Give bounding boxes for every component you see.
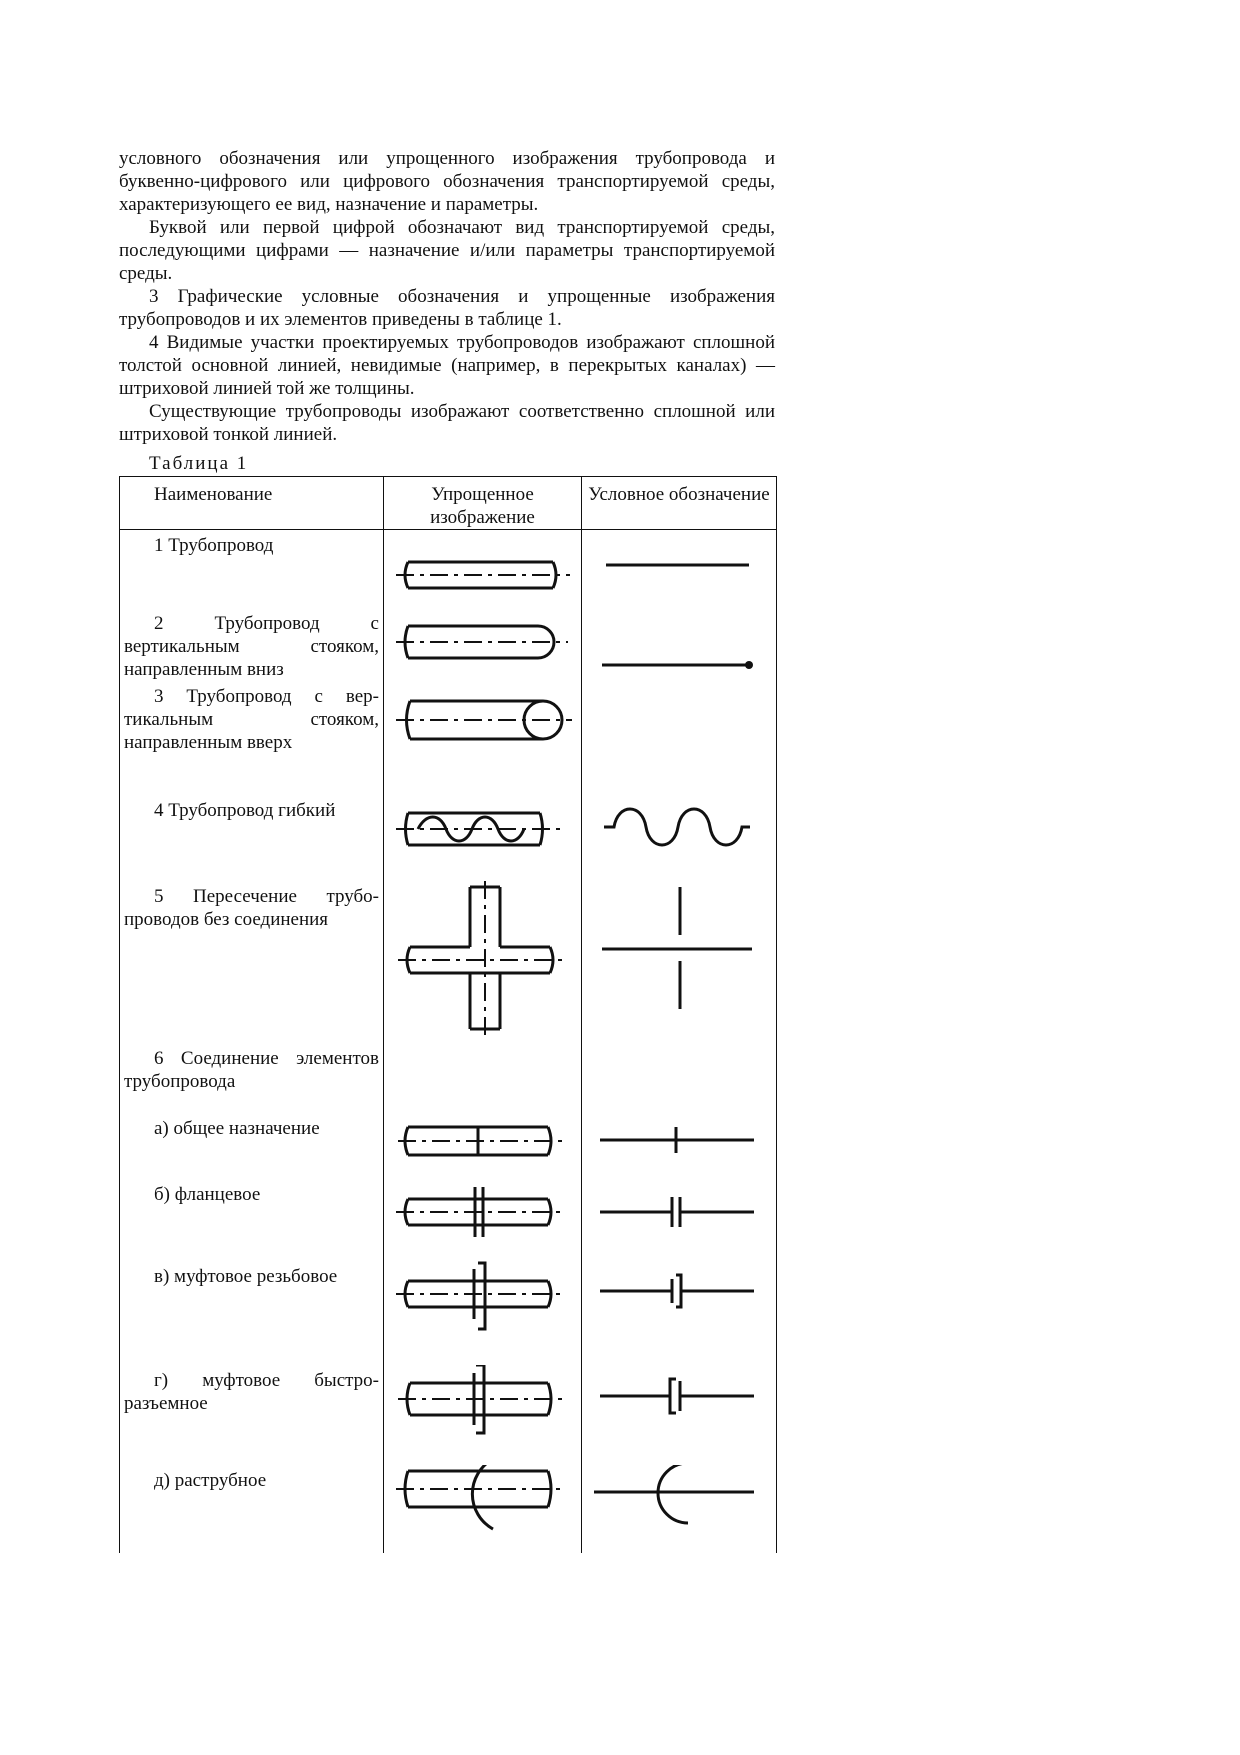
row-name: 2 Трубопровод с вертикальным стояком, на… (119, 607, 384, 681)
flange-symbol-icon (600, 1196, 754, 1227)
row-name: в) муфтовое резьбовое (119, 1260, 384, 1365)
line-symbol-icon (606, 563, 749, 567)
pipe-socket-icon (395, 1464, 566, 1530)
flexible-pipe-icon (395, 811, 560, 846)
row-name: 4 Трубопровод гибкий (119, 794, 384, 881)
row-name: а) общее назначение (119, 1112, 384, 1179)
header-simplified: Упрощенное изображение (383, 476, 582, 530)
socket-symbol-icon (594, 1464, 754, 1524)
table-header-row: Наименование Упрощенное изображение Усло… (119, 476, 777, 530)
body-text: условного обозначения или упрощенного из… (119, 147, 775, 446)
row-name: 1 Трубопровод (119, 529, 384, 608)
paragraph: Существующие трубопроводы изображают соо… (119, 401, 775, 445)
row-name: 6 Соединение элементов трубопровода (119, 1042, 384, 1113)
joint-symbol-icon (600, 1126, 754, 1153)
table-row: 6 Соединение элементов трубопровода (119, 1042, 777, 1113)
table-row: д) раструбное (119, 1464, 777, 1553)
row-name: б) фланцевое (119, 1178, 384, 1261)
line-dot-symbol-icon (602, 660, 753, 669)
pipe-icon (395, 560, 570, 590)
table-row: 5 Пересечение трубо-проводов без соедине… (119, 880, 777, 1043)
row-name: 5 Пересечение трубо-проводов без соедине… (119, 880, 384, 1043)
row-name: д) раструбное (119, 1464, 384, 1553)
table-row: г) муфтовое быстро-разъемное (119, 1364, 777, 1465)
pipe-riser-up-icon (395, 699, 572, 740)
symbols-table: Наименование Упрощенное изображение Усло… (119, 476, 777, 1553)
pipe-threaded-coupling-icon (395, 1261, 566, 1330)
paragraph: Буквой или первой цифрой обозначают вид … (119, 217, 775, 284)
header-name: Наименование (119, 476, 384, 530)
table-row: а) общее назначение (119, 1112, 777, 1179)
table-row: б) фланцевое (119, 1178, 777, 1261)
pipe-flange-icon (395, 1186, 566, 1237)
pipe-joint-icon (397, 1125, 564, 1156)
threaded-coupling-symbol-icon (600, 1273, 754, 1308)
paragraph: условного обозначения или упрощенного из… (119, 148, 775, 215)
pipe-crossing-icon (397, 880, 564, 1037)
table-caption: Таблица 1 (149, 453, 249, 474)
table-row: 4 Трубопровод гибкий (119, 794, 777, 881)
quick-coupling-symbol-icon (600, 1377, 754, 1414)
wave-symbol-icon (604, 807, 750, 846)
table-row: 2 Трубопровод с вертикальным стояком, на… (119, 607, 777, 681)
table-row: в) муфтовое резьбовое (119, 1260, 777, 1365)
crossing-symbol-icon (602, 886, 752, 1009)
table-row: 3 Трубопровод с вер-тикальным стояком, н… (119, 680, 777, 795)
pipe-riser-down-icon (395, 624, 568, 659)
paragraph: 4 Видимые участки проектируемых трубопро… (119, 332, 775, 399)
header-symbol: Условное обозначение (581, 476, 777, 530)
row-name: 3 Трубопровод с вер-тикальным стояком, н… (119, 680, 384, 795)
pipe-quick-coupling-icon (397, 1364, 566, 1434)
table-row: 1 Трубопровод (119, 529, 777, 608)
row-name: г) муфтовое быстро-разъемное (119, 1364, 384, 1465)
paragraph: 3 Графические условные обозначения и упр… (119, 286, 775, 330)
